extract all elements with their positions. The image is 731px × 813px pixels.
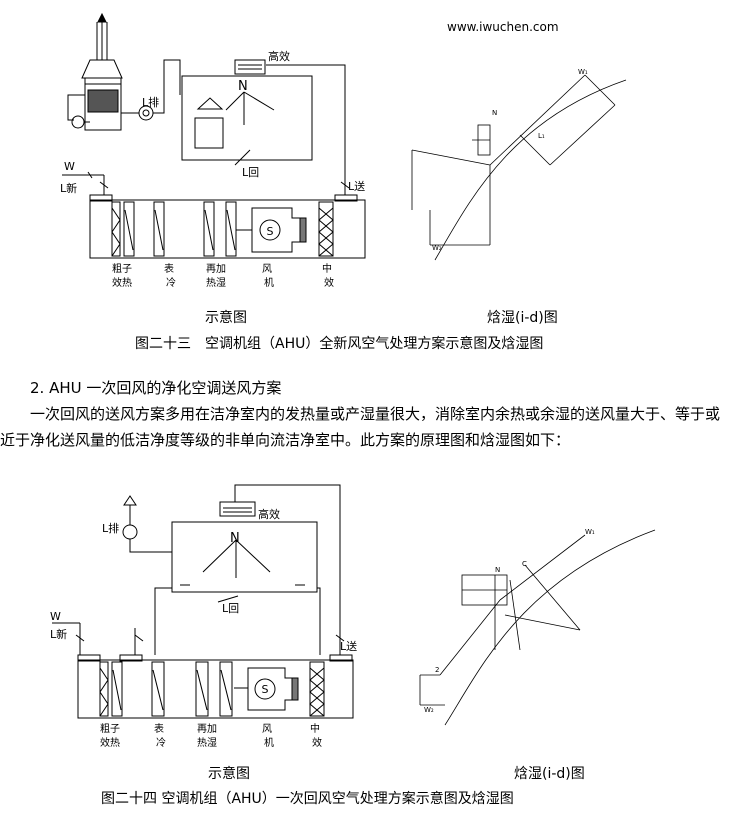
fig23-label-cuxiao: 粗子 (112, 263, 132, 275)
fig23-schematic: S 高效 N L排 L回 W L新 L送 粗子 效热 表 冷 再加 热湿 风 机… (60, 12, 366, 289)
svg-text:效: 效 (312, 736, 322, 749)
fig23-id-chart: W₁ N L₁ W₂ (411, 68, 627, 261)
svg-text:N: N (492, 109, 497, 117)
fig24-schematic-caption: 示意图 (208, 766, 250, 782)
section-paragraph: 一次回风的送风方案多用在洁净室内的发热量或产湿量很大，消除室内余热或余湿的送风量… (0, 405, 721, 449)
fig23-label-zaijia: 再加 (206, 263, 226, 275)
svg-text:N: N (495, 566, 500, 574)
fig24-caption: 图二十四 空调机组（AHU）一次回风空气处理方案示意图及焓湿图 (101, 791, 514, 807)
svg-text:C: C (522, 560, 527, 568)
fig24-label-L-pai: L排 (102, 521, 119, 535)
fig24-label-gaoxiao: 高效 (258, 507, 280, 521)
fig24-label-L-xin: L新 (50, 627, 67, 641)
fig24-id-caption: 焓湿(i-d)图 (514, 766, 585, 782)
fig23-label-reshi: 热湿 (206, 276, 226, 289)
fig23-label-L-hui: L回 (242, 166, 259, 179)
svg-text:W₁: W₁ (578, 68, 588, 76)
fig24-label-L-hui: L回 (222, 602, 239, 615)
fig24-label-N: N (230, 531, 240, 546)
fig23-label-W: W (64, 160, 75, 173)
fig23-label-cuxiao2: 效热 (112, 276, 132, 289)
svg-text:机: 机 (264, 736, 274, 749)
fig23-label-L-song: L送 (348, 179, 365, 193)
fig23-label-zhong: 中 (322, 262, 332, 275)
watermark-url: www.iwuchen.com (447, 20, 559, 34)
section-heading: 2. AHU 一次回风的净化空调送风方案 (30, 379, 282, 397)
svg-text:粗子: 粗子 (100, 723, 120, 735)
svg-text:W₁: W₁ (585, 528, 595, 536)
svg-text:2: 2 (435, 666, 439, 674)
fig24-label-L-song: L送 (340, 639, 357, 653)
fig23-caption: 图二十三 空调机组（AHU）全新风空气处理方案示意图及焓湿图 (135, 336, 544, 352)
svg-text:S: S (267, 225, 274, 238)
fig23-label-gaoxiao: 高效 (268, 49, 290, 63)
fig23-id-caption: 焓湿(i-d)图 (487, 310, 558, 326)
svg-text:W₂: W₂ (432, 244, 442, 252)
fig24-id-chart: W₁ N C 2 W₂ (419, 528, 656, 726)
svg-text:热湿: 热湿 (197, 736, 217, 749)
fig24-schematic: S 高效 N L排 L回 W L新 L送 粗子 效热 表 冷 再加 热湿 风 机… (50, 484, 357, 749)
fig24-label-W: W (50, 610, 61, 623)
fig23-label-leng: 冷 (166, 276, 176, 289)
fig23-label-L-xin: L新 (60, 181, 77, 195)
svg-text:W₂: W₂ (424, 706, 434, 714)
fig23-label-biao: 表 (164, 262, 174, 275)
fig23-label-feng: 风 (262, 263, 272, 275)
svg-text:表: 表 (154, 722, 164, 735)
fig23-label-xiao: 效 (324, 276, 334, 289)
svg-text:L₁: L₁ (538, 132, 545, 140)
svg-text:再加: 再加 (197, 723, 217, 735)
fig23-label-ji: 机 (264, 276, 274, 289)
svg-text:冷: 冷 (156, 736, 166, 749)
fig23-label-L-pai: L排 (142, 95, 159, 109)
svg-text:S: S (262, 683, 269, 696)
fig23-schematic-caption: 示意图 (205, 310, 247, 326)
svg-text:风: 风 (262, 723, 272, 735)
fig23-label-N: N (238, 79, 248, 94)
svg-text:效热: 效热 (100, 736, 120, 749)
svg-text:中: 中 (310, 722, 320, 735)
